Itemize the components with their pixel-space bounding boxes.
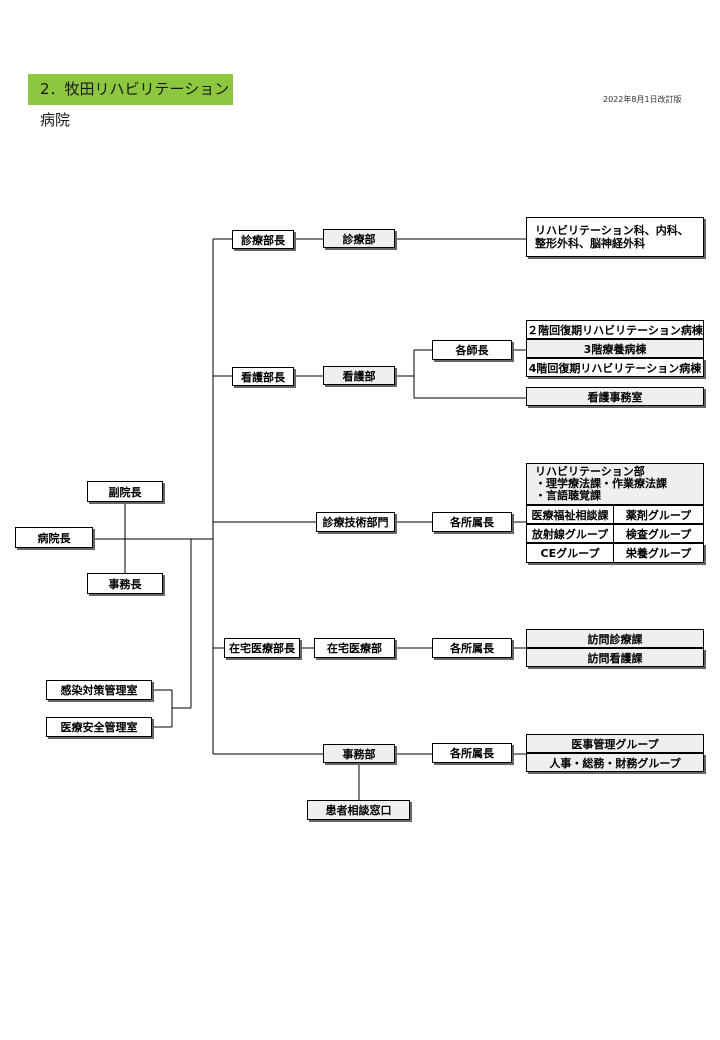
nursing-office-box: 看護事務室 — [526, 387, 704, 406]
patient-consult-box: 患者相談窓口 — [307, 800, 410, 820]
page-title: 2．牧田リハビリテーション病院 — [28, 74, 233, 129]
home-head-box: 在宅医療部長 — [224, 638, 300, 658]
director-box: 病院長 — [15, 527, 93, 548]
safety-management-box: 医療安全管理室 — [46, 717, 152, 737]
home-chief-box: 各所属長 — [432, 638, 512, 658]
medical-specialties-line2: 整形外科、脳神経外科 — [535, 237, 645, 250]
infection-control-box: 感染対策管理室 — [46, 680, 152, 700]
ward-2f: ２階回復期リハビリテーション病棟 — [526, 320, 704, 339]
medical-specialties-box: リハビリテーション科、内科、 整形外科、脳神経外科 — [526, 217, 704, 257]
office-chief-box: 各所属長 — [432, 743, 512, 763]
medical-head-box: 診療部長 — [232, 230, 294, 249]
medical-specialties-line1: リハビリテーション科、内科、 — [535, 224, 689, 237]
nursing-dept-box: 看護部 — [323, 366, 395, 385]
home-visit-medical: 訪問診療課 — [526, 629, 704, 648]
nursing-head-box: 看護部長 — [232, 367, 294, 386]
tech-group-nutrition: 栄養グループ — [613, 543, 704, 563]
tech-group-lab: 検査グループ — [613, 524, 704, 543]
tech-group-ce: CEグループ — [526, 543, 614, 563]
vice-director-box: 副院長 — [87, 481, 163, 502]
medical-dept-box: 診療部 — [323, 229, 395, 248]
rehab-dept-box: リハビリテーション部 ・理学療法課・作業療法課 ・言語聴覚課 — [526, 463, 704, 505]
revision-date: 2022年8月1日改訂版 — [603, 95, 682, 104]
tech-group-pharmacy: 薬剤グループ — [613, 505, 704, 524]
tech-group-welfare: 医療福祉相談課 — [526, 505, 614, 524]
ward-3f: 3階療養病棟 — [526, 339, 704, 358]
home-dept-box: 在宅医療部 — [314, 638, 395, 658]
admin-head-box: 事務長 — [87, 573, 163, 594]
rehab-line1: リハビリテーション部 — [535, 465, 645, 478]
office-medical-affairs: 医事管理グループ — [526, 734, 704, 753]
rehab-line2: ・理学療法課・作業療法課 — [535, 477, 667, 490]
rehab-line3: ・言語聴覚課 — [535, 489, 601, 502]
office-hr-finance: 人事・総務・財務グループ — [526, 753, 704, 772]
ward-4f: 4階回復期リハビリテーション病棟 — [526, 358, 704, 377]
tech-group-radiology: 放射線グループ — [526, 524, 614, 543]
office-dept-box: 事務部 — [323, 744, 395, 763]
tech-chief-box: 各所属長 — [432, 512, 512, 532]
home-visit-nursing: 訪問看護課 — [526, 648, 704, 667]
tech-dept-box: 診療技術部門 — [316, 512, 395, 532]
nursing-chief-box: 各師長 — [432, 340, 512, 360]
